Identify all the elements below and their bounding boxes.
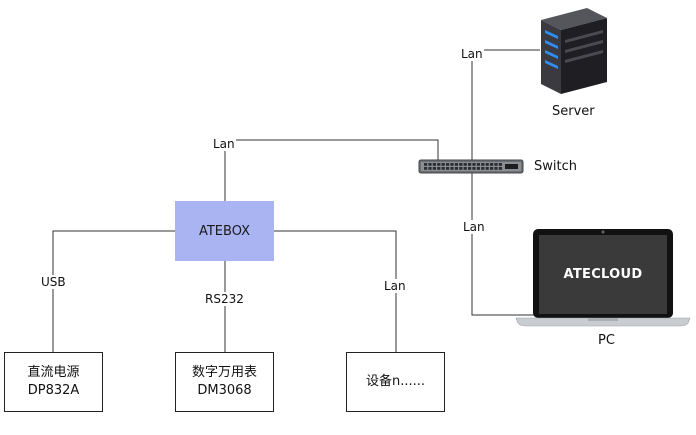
switch-port [498,163,502,166]
switch-port [468,167,472,170]
device-box-generic[interactable]: 设备n...... [346,352,445,412]
lan-server-label: Lan [460,47,484,61]
switch-port [490,167,494,170]
switch-port [432,163,436,166]
device-name: 设备n...... [365,374,426,389]
atebox-node[interactable]: ATEBOX [175,201,274,261]
usb-label: USB [40,275,67,289]
switch-port [472,163,476,166]
server-icon [541,8,607,94]
switch-port [424,163,428,166]
switch-port [485,163,489,166]
rs232-label: RS232 [204,292,245,306]
device-box-multimeter[interactable]: 数字万用表 DM3068 [175,352,274,412]
laptop-screen-text: ATECLOUD [563,267,643,282]
device-name: 直流电源 [27,365,80,380]
atebox-usb-link [52,230,175,352]
switch-port [441,163,445,166]
switch-port [463,167,467,170]
switch-port [441,167,445,170]
atebox-lan-link [274,230,397,352]
lan-device-label: Lan [383,279,407,293]
device-name: 数字万用表 [191,365,257,380]
switch-port [476,163,480,166]
switch-port [446,163,450,166]
switch-port [468,163,472,166]
switch-port [424,167,428,170]
switch-port [463,163,467,166]
switch-port [432,167,436,170]
switch-port [476,167,480,170]
switch-port [454,167,458,170]
switch-port [490,163,494,166]
switch-server-link [471,49,540,160]
switch-icon [418,159,524,174]
laptop-icon [515,229,691,327]
switch-label: Switch [533,159,578,174]
switch-port [485,167,489,170]
switch-port [459,167,463,170]
switch-port [498,167,502,170]
switch-port [450,163,454,166]
device-box-power-supply[interactable]: 直流电源 DP832A [4,352,103,412]
lan-pc-label: Lan [462,220,486,234]
switch-port [454,163,458,166]
switch-port [481,163,485,166]
switch-port [437,167,441,170]
switch-port [472,167,476,170]
switch-pc-link [471,172,535,316]
switch-port [428,167,432,170]
switch-port [459,163,463,166]
switch-port [428,163,432,166]
pc-label: PC [597,333,616,348]
device-model: DP832A [27,383,80,398]
switch-port [481,167,485,170]
device-model: DM3068 [197,383,252,398]
atebox-label: ATEBOX [198,223,251,239]
server-label: Server [551,104,596,119]
atebox-switch-link [224,139,439,201]
switch-port [494,167,498,170]
switch-port [494,163,498,166]
lan-atebox-label: Lan [212,137,236,151]
switch-port [446,167,450,170]
switch-port [437,163,441,166]
switch-port [450,167,454,170]
